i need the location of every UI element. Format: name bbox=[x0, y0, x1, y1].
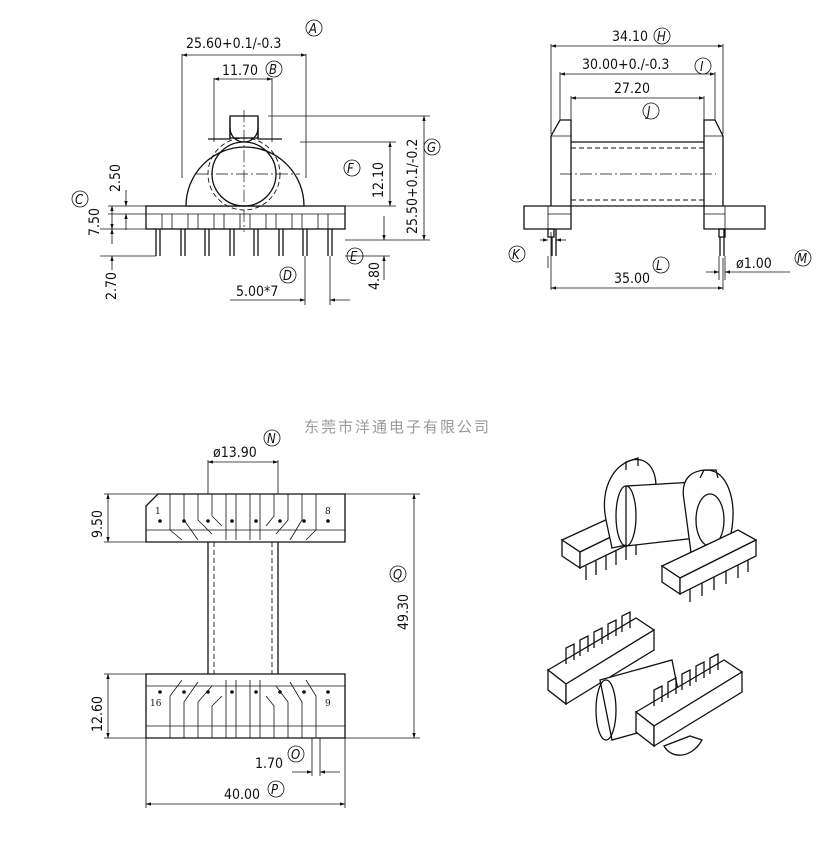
label-n: N bbox=[267, 432, 276, 447]
dim-g-text: 25.50+0.1/-0.2 bbox=[405, 139, 421, 234]
dim-e-text: 4.80 bbox=[367, 262, 383, 290]
dim-c-text: 7.50 bbox=[87, 208, 103, 236]
dim-p-text: 40.00 bbox=[224, 787, 260, 803]
label-b: B bbox=[269, 63, 277, 78]
label-k: K bbox=[512, 248, 521, 263]
dim-i-text: 30.00+0./-0.3 bbox=[582, 57, 669, 73]
label-d: D bbox=[283, 269, 292, 284]
label-g: G bbox=[427, 141, 436, 156]
label-i: I bbox=[700, 60, 704, 75]
dim-c-top-text: 2.50 bbox=[108, 164, 124, 192]
dim-m-text: ø1.00 bbox=[736, 256, 772, 272]
dim-h-text: 34.10 bbox=[612, 29, 648, 45]
label-l: L bbox=[656, 259, 663, 274]
dim-l-text: 35.00 bbox=[614, 271, 650, 287]
label-h: H bbox=[657, 30, 666, 45]
isometric-view-bottom bbox=[546, 610, 744, 756]
bottom-view: 1 8 16 9 ø13.90 N 9.50 12.60 49.30 Q 1.7… bbox=[90, 429, 420, 808]
pin-number-8: 8 bbox=[325, 507, 331, 517]
company-watermark: 东莞市洋通电子有限公司 bbox=[304, 418, 491, 436]
dim-d-text: 5.00*7 bbox=[236, 284, 278, 300]
dim-o-text: 1.70 bbox=[255, 756, 283, 772]
dim-f-text: 12.10 bbox=[371, 162, 387, 198]
side-view: 34.10 H 30.00+0./-0.3 I 27.20 J K 35.00 … bbox=[508, 27, 812, 290]
label-q: Q bbox=[393, 568, 402, 583]
label-f: F bbox=[347, 162, 354, 177]
isometric-view-top bbox=[560, 457, 758, 602]
pin-number-1: 1 bbox=[155, 507, 161, 517]
dim-c-pin-text: 2.70 bbox=[104, 272, 120, 300]
front-view: 25.60+0.1/-0.3 A 11.70 B 12.10 F 25.50+0… bbox=[71, 19, 441, 305]
pin-number-9: 9 bbox=[325, 699, 331, 709]
label-a: A bbox=[308, 22, 317, 37]
dim-bottom-flange-text: 12.60 bbox=[90, 696, 106, 732]
dim-b-text: 11.70 bbox=[222, 63, 258, 79]
dim-j-text: 27.20 bbox=[614, 81, 650, 97]
label-j: J bbox=[645, 105, 651, 120]
dim-a-text: 25.60+0.1/-0.3 bbox=[186, 36, 281, 52]
label-m: M bbox=[797, 252, 807, 267]
label-p: P bbox=[271, 783, 279, 798]
dim-n-text: ø13.90 bbox=[213, 445, 257, 461]
label-o: O bbox=[291, 748, 300, 763]
pin-number-16: 16 bbox=[150, 699, 162, 709]
dim-top-flange-text: 9.50 bbox=[90, 510, 106, 538]
dim-q-text: 49.30 bbox=[396, 594, 412, 630]
label-e: E bbox=[350, 250, 358, 265]
label-c: C bbox=[75, 193, 84, 208]
